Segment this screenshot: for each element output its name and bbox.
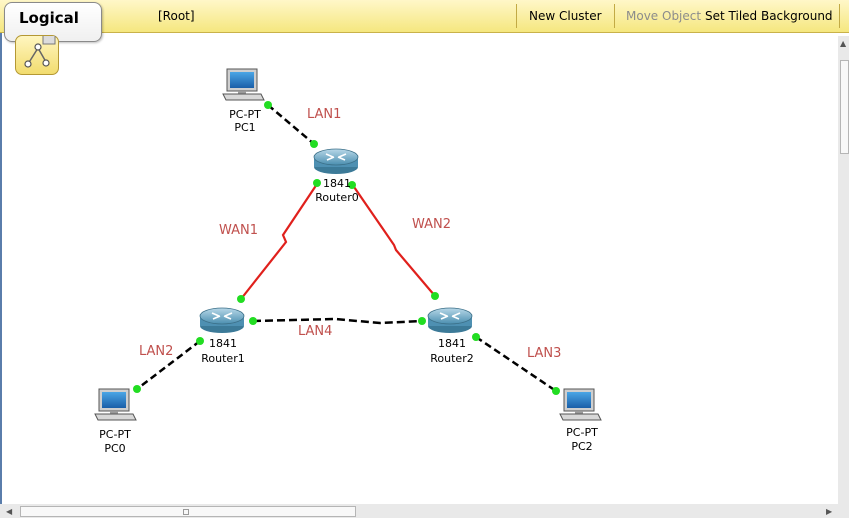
pc0-model-label: PC-PT xyxy=(99,428,131,441)
logical-view-label: Logical xyxy=(19,9,79,27)
lan2-label: LAN2 xyxy=(139,344,173,359)
pc-icon xyxy=(222,68,265,101)
pc2-name-label: PC2 xyxy=(571,440,592,453)
vertical-scroll-thumb[interactable] xyxy=(840,60,849,154)
toolbar-separator xyxy=(839,4,840,28)
lan1-label: LAN1 xyxy=(307,107,341,122)
scroll-left-arrow-icon[interactable]: ◀ xyxy=(6,507,13,516)
scroll-up-arrow-icon[interactable]: ▲ xyxy=(840,39,847,48)
port-dot xyxy=(313,179,321,187)
port-dot xyxy=(418,317,426,325)
topology-canvas: PC-PT PC1 1841 Router0 1841 Router1 1841… xyxy=(94,68,602,455)
scroll-down-button[interactable] xyxy=(838,504,849,518)
lan1-link[interactable] xyxy=(267,104,315,145)
scroll-grip-icon xyxy=(183,509,189,515)
port-dot xyxy=(264,101,272,109)
port-dot xyxy=(237,295,245,303)
wan1-link[interactable] xyxy=(240,183,318,300)
lan3-label: LAN3 xyxy=(527,346,561,361)
port-dot xyxy=(196,337,204,345)
wan1-label: WAN1 xyxy=(219,223,258,238)
window-left-border xyxy=(0,0,2,518)
toolbar-separator xyxy=(614,4,615,28)
lan2-link[interactable] xyxy=(136,340,201,390)
wan2-link[interactable] xyxy=(351,183,436,297)
vertical-scrollbar[interactable] xyxy=(838,36,849,504)
port-dot xyxy=(431,292,439,300)
pc0-device[interactable] xyxy=(94,388,137,421)
topology-navigation-icon xyxy=(24,29,56,68)
pc-icon xyxy=(559,388,602,421)
router1-name-label: Router1 xyxy=(201,352,244,365)
router2-device[interactable] xyxy=(427,307,473,334)
pc-icon xyxy=(94,388,137,421)
wan2-label: WAN2 xyxy=(412,217,451,232)
pc2-device[interactable] xyxy=(559,388,602,421)
navigation-panel-button[interactable] xyxy=(15,29,59,75)
lan4-label: LAN4 xyxy=(298,324,332,339)
router0-device[interactable] xyxy=(313,148,359,175)
router-icon xyxy=(427,307,473,334)
pc0-name-label: PC0 xyxy=(104,442,125,455)
lan4-link[interactable] xyxy=(252,317,423,325)
router0-model-label: 1841 xyxy=(323,177,351,190)
router2-name-label: Router2 xyxy=(430,352,473,365)
pc1-name-label: PC1 xyxy=(234,121,255,134)
pc1-device[interactable] xyxy=(222,68,265,101)
port-dot xyxy=(310,140,318,148)
port-dot xyxy=(472,333,480,341)
port-dot xyxy=(249,317,257,325)
router1-model-label: 1841 xyxy=(209,337,237,350)
move-object-button[interactable]: Move Object xyxy=(626,9,702,23)
router0-name-label: Router0 xyxy=(315,191,358,204)
lan3-link[interactable] xyxy=(475,335,557,393)
port-status-indicators xyxy=(133,101,560,395)
scroll-right-arrow-icon[interactable]: ▶ xyxy=(826,507,833,516)
port-dot xyxy=(348,181,356,189)
new-cluster-button[interactable]: New Cluster xyxy=(529,9,602,23)
router-icon xyxy=(199,307,245,334)
pc1-model-label: PC-PT xyxy=(229,108,261,121)
root-breadcrumb[interactable]: [Root] xyxy=(158,9,195,23)
port-dot xyxy=(552,387,560,395)
toolbar-separator xyxy=(516,4,517,28)
pc2-model-label: PC-PT xyxy=(566,426,598,439)
router1-device[interactable] xyxy=(199,307,245,334)
set-tiled-background-button[interactable]: Set Tiled Background xyxy=(705,9,833,23)
port-dot xyxy=(133,385,141,393)
router-icon xyxy=(313,148,359,175)
router2-model-label: 1841 xyxy=(438,337,466,350)
workspace-toolbar: [Root] New Cluster Move Object Set Tiled… xyxy=(0,0,849,33)
